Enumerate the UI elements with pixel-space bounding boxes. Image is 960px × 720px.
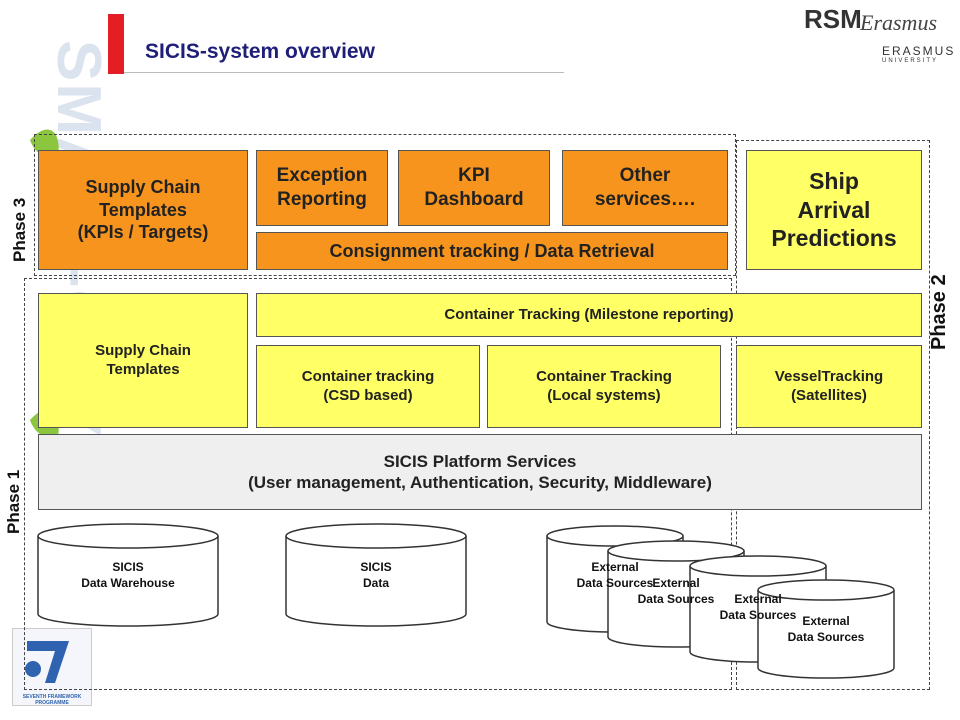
rsm-logo-sub2: UNIVERSITY (882, 58, 939, 64)
db-ext3-label: External Data Sources (719, 592, 797, 622)
sc-templates-kpi-box: Supply Chain Templates (KPIs / Targets) (38, 150, 248, 270)
exception-reporting-box: Exception Reporting (256, 150, 388, 226)
db-warehouse-label: SICIS Data Warehouse (81, 560, 175, 590)
container-csd-box: Container tracking (CSD based) (256, 345, 480, 428)
vessel-tracking-box: VesselTracking (Satellites) (736, 345, 922, 428)
rsm-logo: RSM Erasmus ERASMUS UNIVERSITY (796, 4, 956, 70)
db-data-label: SICIS Data (360, 560, 392, 590)
phase2-label: Phase 2 (928, 274, 950, 350)
rsm-logo-text: RSM (804, 4, 862, 34)
container-local-box: Container Tracking (Local systems) (487, 345, 721, 428)
other-services-box: Other services…. (562, 150, 728, 226)
rsm-logo-script: Erasmus (860, 10, 938, 35)
ship-arrival-box: Ship Arrival Predictions (746, 150, 922, 270)
consignment-tracking-box: Consignment tracking / Data Retrieval (256, 232, 728, 270)
phase3-label: Phase 3 (10, 197, 29, 262)
fp7-label: SEVENTH FRAMEWORK PROGRAMME (22, 694, 82, 706)
container-milestone-box: Container Tracking (Milestone reporting) (256, 293, 922, 337)
rsm-logo-sub: ERASMUS (882, 44, 956, 58)
kpi-dashboard-box: KPI Dashboard (398, 150, 550, 226)
phase1-label: Phase 1 (4, 469, 23, 534)
platform-services-box: SICIS Platform Services (User management… (38, 434, 922, 510)
db-ext1-label: External Data Sources (576, 560, 654, 590)
page-title: SICIS-system overview (145, 40, 375, 63)
header-red-accent (108, 14, 124, 74)
phase3-region (34, 134, 736, 276)
header-accent-line (124, 72, 564, 73)
fp7-icon (25, 641, 69, 683)
fp7-logo: SEVENTH FRAMEWORK PROGRAMME (12, 628, 92, 706)
db-ext2-label: External Data Sources (637, 576, 715, 606)
db-ext4-label: External Data Sources (787, 614, 865, 644)
sc-templates-box: Supply Chain Templates (38, 293, 248, 428)
